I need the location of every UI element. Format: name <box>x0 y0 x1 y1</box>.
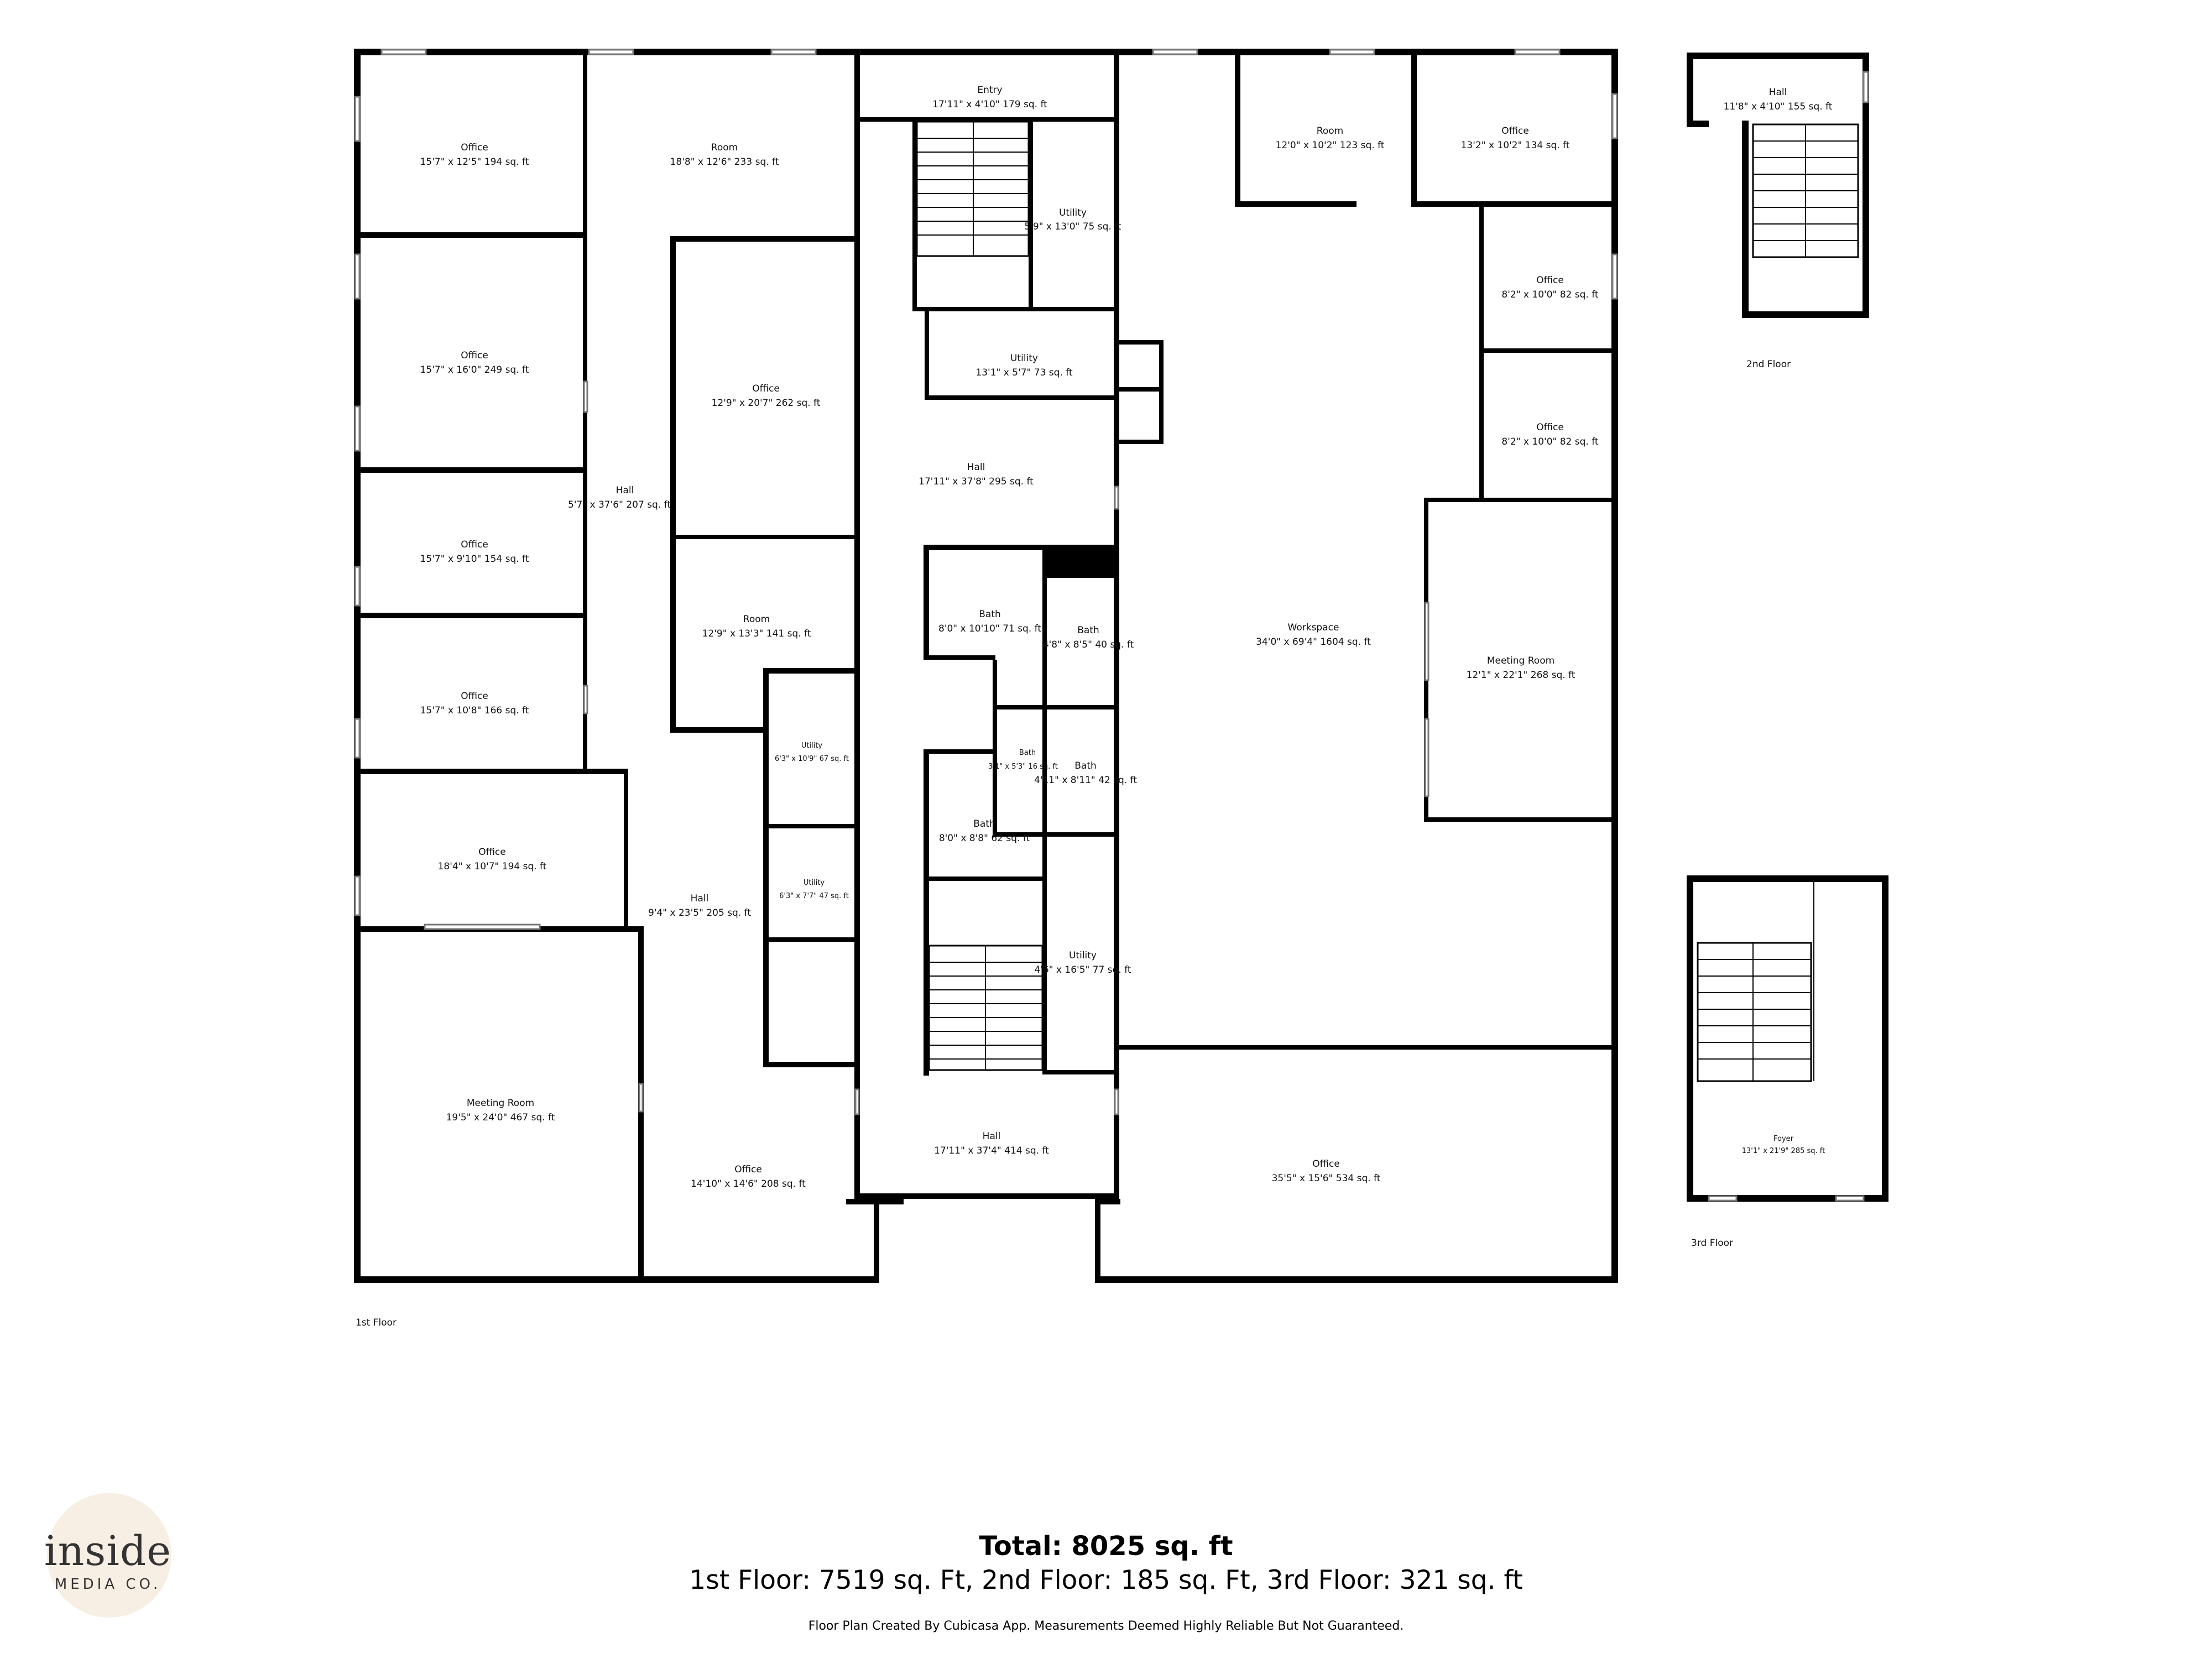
room-dims: 17'11" x 4'10" 179 sq. ft <box>932 99 1047 110</box>
room-labels: Office 15'7" x 12'5" 194 sq. ft Room 18'… <box>420 85 1833 1190</box>
room-label: Office <box>461 142 488 153</box>
room-dims: 15'7" x 10'8" 166 sq. ft <box>420 705 529 716</box>
room-label: Utility <box>1059 207 1087 218</box>
floor-label-third: 3rd Floor <box>1691 1238 1733 1249</box>
stairs-second <box>1752 123 1859 258</box>
room-label: Utility <box>1010 353 1038 364</box>
room-label: Meeting Room <box>467 1098 534 1109</box>
room-dims: 35'5" x 15'6" 534 sq. ft <box>1272 1173 1381 1184</box>
room-label: Utility <box>801 742 823 750</box>
room-label: Office <box>461 350 488 361</box>
floor-label-first: 1st Floor <box>356 1317 397 1328</box>
room-dims: 19'5" x 24'0" 467 sq. ft <box>446 1112 555 1123</box>
room-label: Foyer <box>1773 1135 1794 1143</box>
room-label: Hall <box>983 1131 1001 1142</box>
room-dims: 3'1" x 5'3" 16 sq. ft <box>988 763 1058 771</box>
stairs-top <box>916 121 1030 257</box>
room-label: Room <box>743 614 770 625</box>
room-dims: 11'8" x 4'10" 155 sq. ft <box>1724 101 1833 112</box>
room-label: Office <box>1536 422 1564 433</box>
room-label: Hall <box>967 462 985 473</box>
room-dims: 4'8" x 8'5" 40 sq. ft <box>1043 639 1134 650</box>
floor-areas: 1st Floor: 7519 sq. Ft, 2nd Floor: 185 s… <box>689 1565 1523 1595</box>
room-label: Meeting Room <box>1487 655 1554 666</box>
room-dims: 5'9" x 13'0" 75 sq. ft <box>1024 221 1121 232</box>
room-label: Bath <box>1077 625 1099 636</box>
room-dims: 15'7" x 12'5" 194 sq. ft <box>420 156 529 168</box>
room-dims: 12'9" x 13'3" 141 sq. ft <box>702 628 811 639</box>
room-label: Office <box>1536 275 1564 286</box>
room-dims: 13'2" x 10'2" 134 sq. ft <box>1461 140 1570 151</box>
room-dims: 13'1" x 21'9" 285 sq. ft <box>1742 1147 1825 1155</box>
room-dims: 4'11" x 8'11" 42 sq. ft <box>1034 775 1137 786</box>
disclaimer: Floor Plan Created By Cubicasa App. Meas… <box>808 1619 1404 1633</box>
room-dims: 18'4" x 10'7" 194 sq. ft <box>438 861 547 872</box>
room-dims: 34'0" x 69'4" 1604 sq. ft <box>1256 637 1371 648</box>
room-label: Office <box>734 1164 762 1175</box>
floor-label-second: 2nd Floor <box>1746 359 1791 370</box>
room-dims: 9'4" x 23'5" 205 sq. ft <box>648 907 751 919</box>
room-label: Office <box>461 691 488 702</box>
room-dims: 12'9" x 20'7" 262 sq. ft <box>712 398 821 409</box>
room-dims: 17'11" x 37'8" 295 sq. ft <box>919 476 1034 487</box>
room-label: Room <box>711 142 738 153</box>
room-label: Utility <box>1069 950 1097 961</box>
room-dims: 8'2" x 10'0" 82 sq. ft <box>1501 436 1599 447</box>
room-dims: 15'7" x 9'10" 154 sq. ft <box>420 554 529 565</box>
room-label: Utility <box>804 879 825 887</box>
room-label: Hall <box>691 893 709 904</box>
room-dims: 18'8" x 12'6" 233 sq. ft <box>670 156 779 168</box>
room-dims: 8'0" x 10'10" 71 sq. ft <box>938 623 1041 634</box>
total-area: Total: 8025 sq. ft <box>979 1531 1233 1562</box>
room-dims: 12'1" x 22'1" 268 sq. ft <box>1467 670 1575 681</box>
room-dims: 4'6" x 16'5" 77 sq. ft <box>1034 964 1131 975</box>
room-label: Bath <box>1019 749 1036 757</box>
stairs-bottom <box>928 945 1044 1071</box>
room-dims: 6'3" x 7'7" 47 sq. ft <box>779 892 849 900</box>
room-label: Office <box>478 847 506 858</box>
room-dims: 14'10" x 14'6" 208 sq. ft <box>691 1178 806 1190</box>
room-dims: 15'7" x 16'0" 249 sq. ft <box>420 364 529 375</box>
room-label: Bath <box>979 609 1001 620</box>
room-label: Entry <box>977 85 1002 96</box>
room-label: Hall <box>616 485 634 496</box>
room-dims: 13'1" x 5'7" 73 sq. ft <box>975 367 1073 378</box>
logo-word: inside <box>44 1527 172 1575</box>
room-label: Office <box>752 383 780 394</box>
logo-circle <box>47 1493 171 1618</box>
room-dims: 12'0" x 10'2" 123 sq. ft <box>1276 140 1385 151</box>
room-label: Workspace <box>1288 622 1339 633</box>
room-label: Bath <box>973 818 995 830</box>
room-dims: 5'7" x 37'6" 207 sq. ft <box>568 499 671 510</box>
room-label: Bath <box>1074 760 1097 771</box>
inside-media-logo: inside MEDIA CO. <box>33 1493 182 1620</box>
room-dims: 17'11" x 37'4" 414 sq. ft <box>934 1145 1049 1156</box>
windows <box>354 49 1618 1115</box>
second-floor-walls <box>1687 53 1869 318</box>
room-dims: 6'3" x 10'9" 67 sq. ft <box>775 755 849 763</box>
room-dims: 8'2" x 10'0" 82 sq. ft <box>1501 289 1599 300</box>
third-floor-walls <box>1687 875 1888 1202</box>
logo-subtitle: MEDIA CO. <box>54 1576 161 1593</box>
room-label: Room <box>1317 126 1343 137</box>
stairs-third <box>1697 882 1814 1082</box>
room-label: Office <box>1501 126 1529 137</box>
room-label: Hall <box>1769 87 1787 98</box>
room-label: Office <box>1312 1159 1340 1170</box>
room-dims: 8'0" x 8'8" 62 sq. ft <box>939 833 1030 844</box>
room-label: Office <box>461 539 488 550</box>
